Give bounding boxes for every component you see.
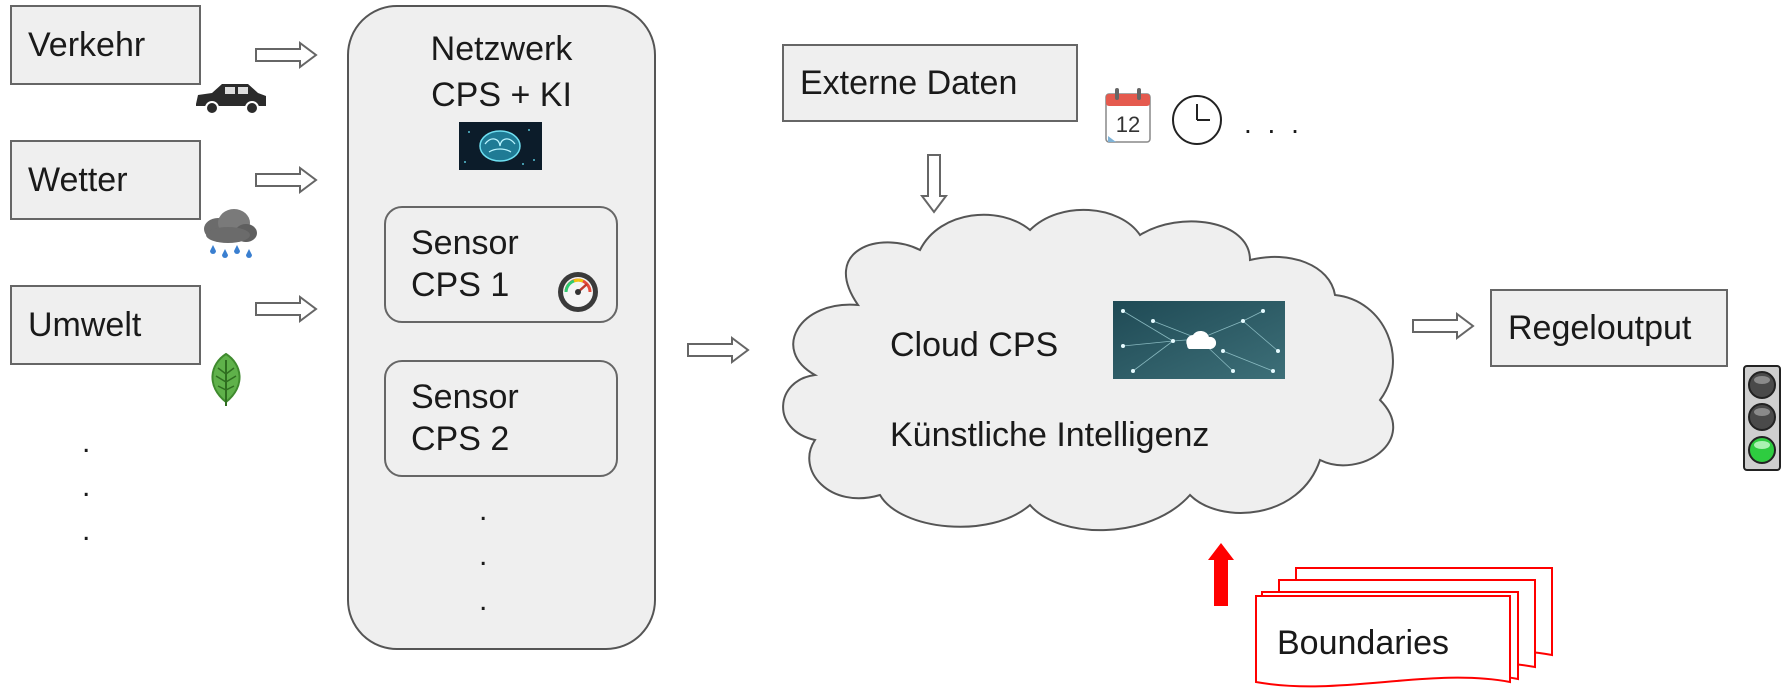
input-label: Umwelt xyxy=(28,305,142,344)
network-cloud-icon xyxy=(1113,301,1285,379)
arrow-external-to-cloud xyxy=(920,154,948,214)
network-ellipsis-dot: . xyxy=(479,539,488,572)
arrow-cloud-to-output xyxy=(1412,312,1475,340)
network-ellipsis-dot: . xyxy=(479,584,488,617)
calendar-icon: 12 xyxy=(1105,88,1151,143)
arrow-verkehr xyxy=(255,41,318,69)
network-ellipsis-dot: . xyxy=(479,494,488,527)
network-title-line1: Netzwerk xyxy=(430,30,573,68)
clock-icon xyxy=(1172,95,1222,145)
sensor-label-line1: Sensor xyxy=(411,224,519,262)
rain-cloud-icon xyxy=(204,209,257,258)
input-arrows xyxy=(255,41,1475,364)
output-label: Regeloutput xyxy=(1508,308,1692,347)
brain-icon xyxy=(459,122,542,170)
traffic-light-icon xyxy=(1743,365,1781,471)
sensor-box-2: Sensor CPS 2 xyxy=(384,360,618,477)
cloud-title: Cloud CPS xyxy=(890,326,1059,364)
arrow-network-to-cloud xyxy=(687,336,750,364)
network-panel xyxy=(347,5,656,650)
car-icon xyxy=(196,84,266,115)
input-label: Wetter xyxy=(28,160,128,199)
arrow-umwelt xyxy=(255,295,318,323)
leaf-icon xyxy=(211,352,241,406)
sensor-box-1: Sensor CPS 1 xyxy=(384,206,618,323)
inputs-ellipsis-dot: . xyxy=(82,470,91,503)
cloud-subtitle: Künstliche Intelligenz xyxy=(890,416,1210,454)
sensor-label-line1: Sensor xyxy=(411,378,519,416)
calendar-day: 12 xyxy=(1116,112,1140,137)
input-box-umwelt: Umwelt xyxy=(10,285,201,365)
boundaries-arrow xyxy=(1208,543,1234,606)
boundaries-document-stack xyxy=(1255,567,1553,688)
sensor-label-line2: CPS 1 xyxy=(411,266,510,304)
sensor-label-line2: CPS 2 xyxy=(411,420,510,458)
input-box-verkehr: Verkehr xyxy=(10,5,201,85)
output-box: Regeloutput xyxy=(1490,289,1728,367)
external-data-box: Externe Daten xyxy=(782,44,1078,122)
input-box-wetter: Wetter xyxy=(10,140,201,220)
arrow-wetter xyxy=(255,166,318,194)
inputs-ellipsis-dot: . xyxy=(82,426,91,459)
cloud-shape xyxy=(782,209,1395,532)
network-title-line2: CPS + KI xyxy=(431,76,572,114)
external-data-label: Externe Daten xyxy=(800,63,1018,102)
inputs-ellipsis-dot: . xyxy=(82,514,91,547)
external-ellipsis: . . . xyxy=(1244,108,1303,139)
boundaries-label: Boundaries xyxy=(1277,624,1450,662)
input-label: Verkehr xyxy=(28,25,146,64)
gauge-icon xyxy=(558,272,598,312)
